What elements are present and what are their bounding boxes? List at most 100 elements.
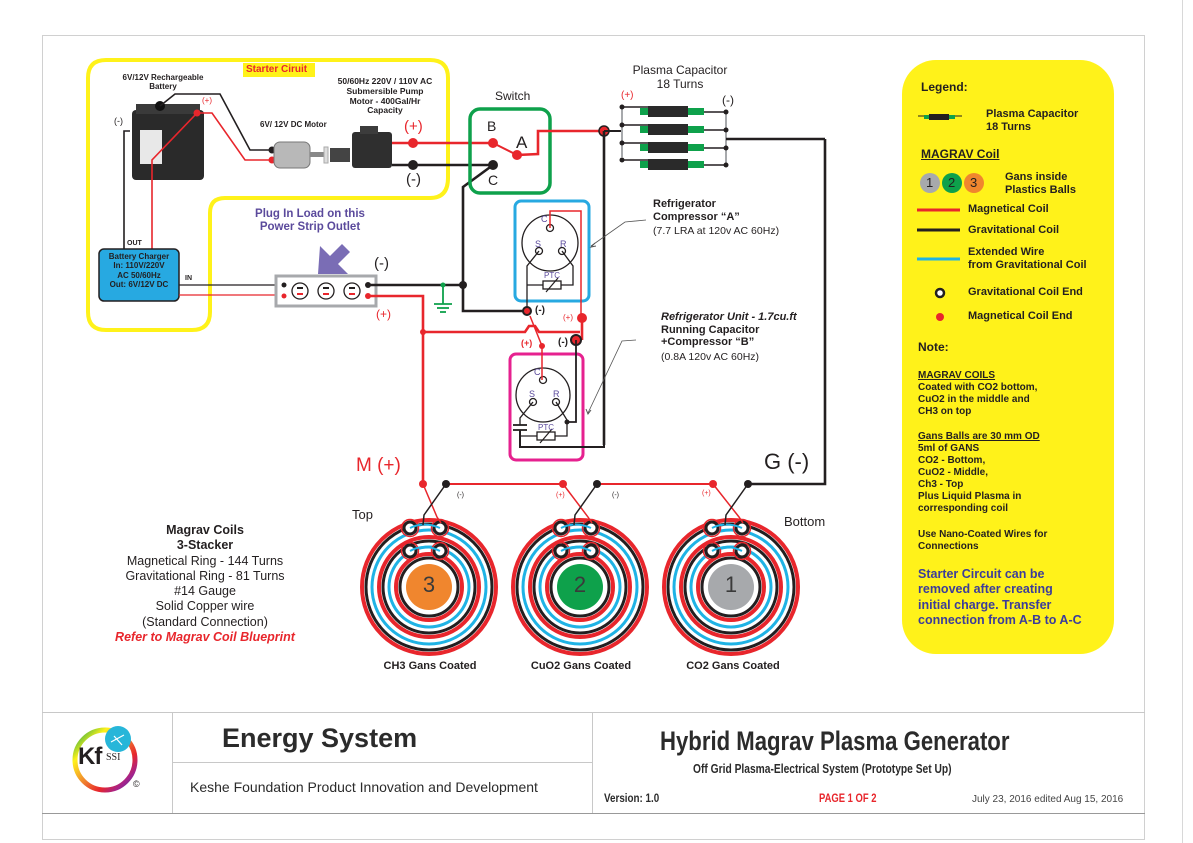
compressor-a-pin-s: S [535,239,542,249]
strip-pos-label: (+) [376,307,391,321]
coil-grav-lead [422,483,447,526]
charger-line: In: 110V/220V [113,261,165,271]
organization-name: Keshe Foundation Product Innovation and … [190,779,538,795]
coil-ring [394,552,464,622]
legend-grav-end-label: Gravitational Coil End [968,286,1083,298]
organization-cell [173,763,593,813]
window-edge [1182,0,1183,843]
coil-ball-number: 1 [724,572,738,597]
page-indicator: PAGE 1 OF 2 [819,793,877,805]
capacitor-title-line1: Plasma Capacitor [632,63,728,77]
capacitor-title-line2: 18 Turns [656,76,704,91]
compressor-b-ptc: PTC [538,423,554,432]
blueprint-reference: Refer to Magrav Coil Blueprint [115,629,295,644]
battery-pos-label: (+) [202,96,212,105]
compressor-b-title: Refrigerator Unit - 1.7cu.ft Running Cap… [661,311,797,349]
coil-caption-2: CuO2 Gans Coated [530,660,632,672]
notes-line: CO2 - Bottom, [918,455,986,466]
notes-title: Note: [918,340,949,354]
notes-starter-line: connection from A-B to A-C [918,612,1082,627]
system-cell [173,713,593,763]
mag-end-dot [709,480,717,488]
coil-grav-lead [724,483,749,526]
legend-gans-line1: Gans inside [1005,171,1068,183]
document-subtitle: Off Grid Plasma-Electrical System (Proto… [693,762,952,776]
compressor-a-pin-c: C [541,214,548,224]
coil-ring [700,556,762,618]
dc-motor-icon [273,141,329,169]
notes-gans: Gans Balls are 30 mm OD 5ml of GANS CO2 … [918,431,1040,515]
power-strip-callout: Plug In Load on this Power Strip Outlet [240,208,380,234]
ground-icon [434,282,452,313]
capacitor-cell [619,122,729,135]
document-title: Hybrid Magrav Plasma Generator [660,726,1010,756]
compressor-b-pin-c: C [534,367,541,377]
starter-circuit-outline [86,58,450,332]
coil-ring [398,556,460,618]
notes-line: Coated with CO2 bottom, [918,382,1038,393]
wire-g-minus [748,139,827,486]
legend-gans-line2: Plastics Balls [1005,184,1076,197]
link-label: (-) [612,492,619,499]
mag-end-dot [419,480,427,488]
notes-magrav-heading: MAGRAV COILS [918,370,996,381]
wire-battery-neg [159,93,272,151]
coil-spec-line: (Standard Connection) [142,614,268,629]
wire-battery-pos [197,112,272,161]
magrav-coil [360,480,498,656]
link-label: (-) [457,492,464,499]
notes-line: Ch3 - Top [918,479,964,490]
legend-gravitational-label: Gravitational Coil [968,224,1060,236]
charger-line: Battery Charger [108,252,170,261]
capacitor-neg-label: (-) [722,93,734,107]
legend-extended-line2: from Gravitational Coil [968,259,1087,272]
notes-line: Connections [918,541,979,552]
wire-switch-c [461,163,528,313]
legend-magnetical-label: Magnetical Coil [968,203,1049,215]
wire-battery-pos-down [151,112,198,250]
magrav-coil [511,480,649,656]
notes-line: 5ml of GANS [918,443,980,454]
notes-starter-line: removed after creating [918,582,1053,597]
g-minus-label: G (-) [764,449,810,474]
coil-spec-line: Gravitational Ring - 81 Turns [125,568,285,583]
coil-ring [545,552,615,622]
coil-ring [370,528,488,646]
notes-line: CH3 on top [918,406,972,417]
switch-box [468,107,552,195]
coil-caption-3: CH3 Gans Coated [383,660,477,672]
coil-specs: Magrav Coils 3-Stacker Magnetical Ring -… [80,523,330,645]
logo-text: Kf [78,743,102,770]
coil-grav-lead [573,483,598,526]
mag-end-dot [559,480,567,488]
top-label: Top [352,507,373,522]
compressor-a-neg: (-) [535,305,545,316]
legend-extended-line1: Extended Wire [968,246,1045,258]
notes-starter-line: Starter Circuit can be [918,567,1045,581]
title-block [42,712,1145,814]
legend-grav-end-icon [934,287,946,299]
charger-out-label: OUT [127,240,142,247]
wire-switch-a [516,129,605,157]
notes-line: Use Nano-Coated Wires for [918,529,1048,540]
compressor-a-title-line2: Compressor “A” [653,210,740,223]
callout-line1: Plug In Load on this [255,208,365,220]
gans-ball [406,564,452,610]
battery-charger-label: Battery Charger In: 110V/220V AC 50/60Hz… [99,252,179,290]
legend-ball-3: 3 [970,175,978,190]
coil-ring [549,556,611,618]
grav-end-dot [593,480,601,488]
plug-in-arrow-icon [318,244,350,274]
coil-mag-lead [422,483,442,524]
battery-label-line2: Battery [149,82,177,92]
logo-sub: SSI [106,752,121,763]
strip-neg-label: (-) [374,255,389,272]
coil-spec-line: Solid Copper wire [155,599,255,614]
starter-circuit-title: Starter Ciruit [246,64,308,75]
logo-cell [42,713,173,813]
legend-panel [902,60,1114,654]
